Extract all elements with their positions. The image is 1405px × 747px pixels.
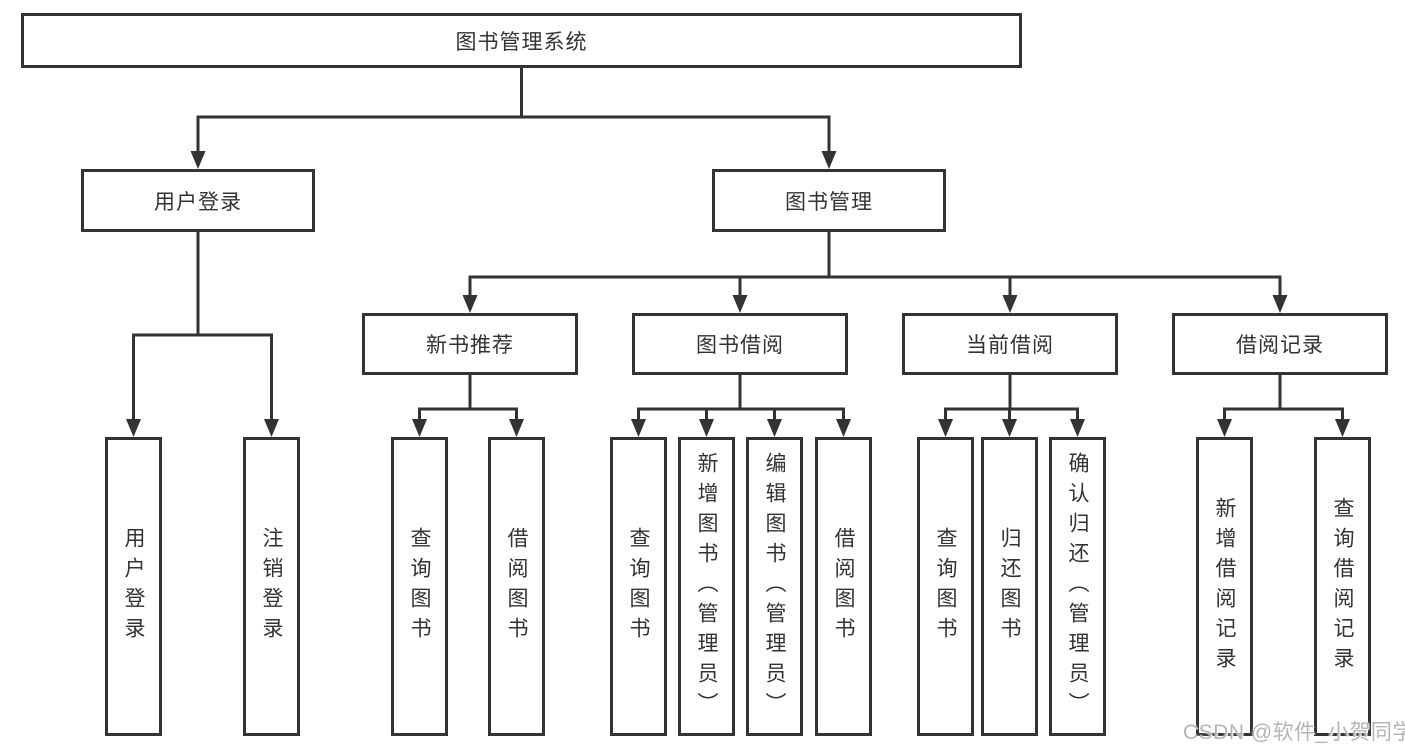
leaf-query-books: 查询图书 [917, 437, 974, 736]
node-user-login: 用户登录 [81, 169, 315, 232]
arrowhead [1002, 295, 1018, 313]
arrowhead [509, 419, 524, 437]
arrowhead [462, 295, 478, 313]
node-new-book-recommendation: 新书推荐 [362, 313, 578, 375]
node-label: 借阅记录 [1236, 334, 1324, 357]
arrowhead [938, 419, 953, 437]
node-current-borrowing: 当前借阅 [902, 313, 1118, 375]
node-borrowing-records: 借阅记录 [1172, 313, 1388, 375]
node-label: 新书推荐 [426, 334, 514, 357]
arrowhead [1217, 419, 1232, 437]
arrowhead [412, 419, 427, 437]
leaf-add-books-admin: 新增图书（管理员） [678, 437, 735, 736]
arrowhead [821, 151, 837, 169]
leaf-user-login: 用户登录 [105, 437, 162, 736]
leaf-query-books: 查询图书 [610, 437, 667, 736]
arrowhead [1002, 419, 1017, 437]
node-book-borrowing: 图书借阅 [632, 313, 848, 375]
arrowhead [836, 419, 851, 437]
arrowhead [126, 419, 141, 437]
node-label: 用户登录 [154, 190, 242, 214]
arrowhead [190, 151, 206, 169]
node-label: 查询图书 [934, 526, 957, 647]
leaf-borrow-books: 借阅图书 [815, 437, 872, 736]
arrowhead [1070, 419, 1085, 437]
arrowhead [732, 295, 748, 313]
leaf-query-books: 查询图书 [391, 437, 448, 736]
node-label: 借阅图书 [832, 526, 855, 647]
leaf-add-borrow-record: 新增借阅记录 [1196, 437, 1253, 736]
node-label: 图书借阅 [696, 334, 784, 357]
node-book-management: 图书管理 [712, 169, 946, 232]
node-label: 新增借阅记录 [1213, 496, 1236, 677]
node-label: 注销登录 [260, 526, 283, 647]
node-label: 归还图书 [998, 526, 1021, 647]
leaf-logout: 注销登录 [243, 437, 300, 736]
arrowhead [767, 419, 782, 437]
leaf-confirm-return-admin: 确认归还（管理员） [1049, 437, 1106, 736]
node-label: 确认归还（管理员） [1066, 451, 1089, 722]
node-label: 查询借阅记录 [1331, 496, 1354, 677]
node-label: 编辑图书（管理员） [763, 451, 786, 722]
node-label: 借阅图书 [505, 526, 528, 647]
csdn-watermark: CSDN @软件_小贺同学 [1183, 721, 1405, 744]
leaf-query-borrow-record: 查询借阅记录 [1314, 437, 1371, 736]
node-label: 图书管理 [785, 190, 873, 214]
node-label: 图书管理系统 [455, 30, 588, 54]
leaf-return-books: 归还图书 [981, 437, 1038, 736]
node-label: 新增图书（管理员） [695, 451, 718, 722]
arrowhead [1335, 419, 1350, 437]
leaf-edit-books-admin: 编辑图书（管理员） [746, 437, 803, 736]
arrowhead [264, 419, 279, 437]
leaf-borrow-books: 借阅图书 [488, 437, 545, 736]
node-library-management-system: 图书管理系统 [21, 13, 1022, 68]
arrowhead [699, 419, 714, 437]
arrowhead [1272, 295, 1288, 313]
node-label: 用户登录 [122, 526, 145, 647]
node-label: 当前借阅 [966, 334, 1054, 357]
node-label: 查询图书 [408, 526, 431, 647]
node-label: 查询图书 [627, 526, 650, 647]
arrowhead [631, 419, 646, 437]
